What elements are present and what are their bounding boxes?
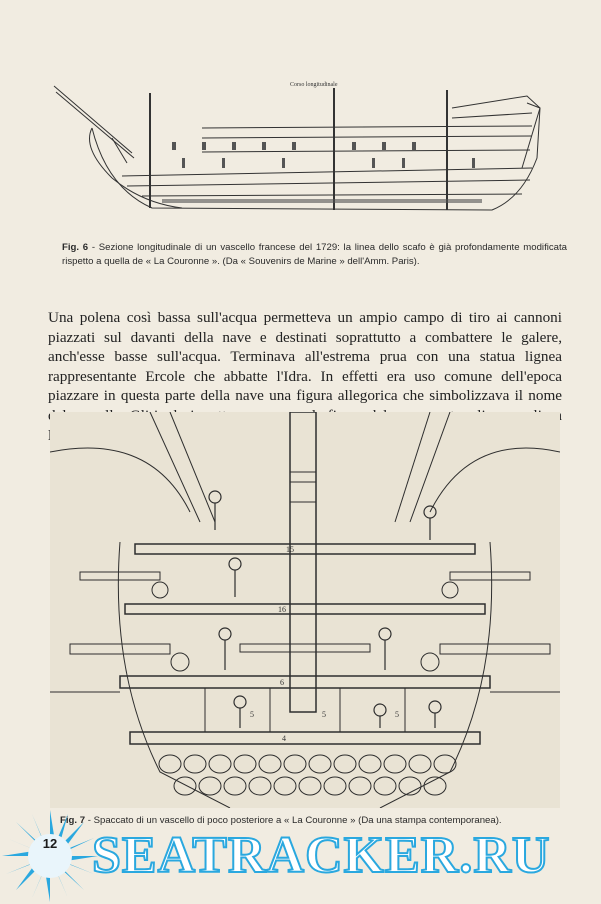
deck-number-5b: 5 xyxy=(322,710,326,719)
figure-6-caption-text: - Sezione longitudinale di un vascello f… xyxy=(62,242,567,267)
deck-number-16: 16 xyxy=(278,605,286,614)
figure-6-caption: Fig. 6 - Sezione longitudinale di un vas… xyxy=(62,241,567,269)
section-label: Corso longitudinale xyxy=(290,82,338,88)
figure-7-caption: Fig. 7 - Spaccato di un vascello di poco… xyxy=(60,814,570,828)
watermark-logo: SEATRACKER.RU xyxy=(91,827,551,885)
figure-7-label: Fig. 7 xyxy=(60,815,86,826)
deck-number-5a: 5 xyxy=(250,710,254,719)
deck-number-4: 4 xyxy=(282,734,286,743)
page-number-badge-icon xyxy=(2,810,98,902)
deck-number-6: 6 xyxy=(280,678,284,687)
figure-6-label: Fig. 6 xyxy=(62,242,89,253)
ship-cross-section-figure: 15 16 6 5 5 5 4 xyxy=(50,412,560,808)
deck-number-15: 15 xyxy=(286,545,294,554)
longitudinal-section-figure: Corso longitudinale xyxy=(53,82,541,211)
figure-7-caption-text: - Spaccato di un vascello di poco poster… xyxy=(85,815,502,826)
page-number: 12 xyxy=(42,836,58,851)
deck-number-5c: 5 xyxy=(395,710,399,719)
